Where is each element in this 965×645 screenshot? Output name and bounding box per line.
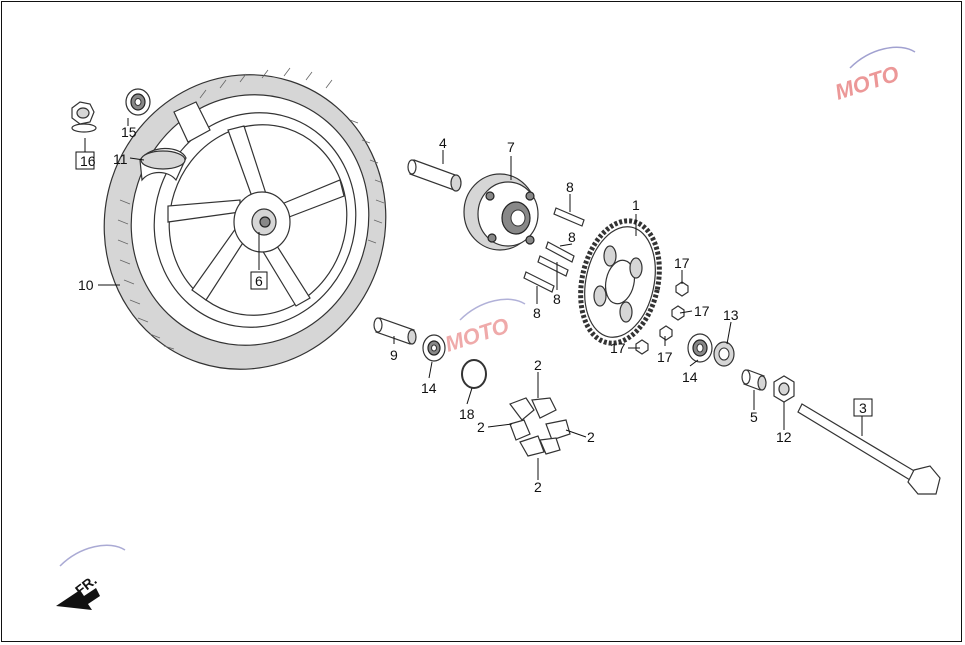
part-18-circlip <box>461 359 487 389</box>
callout-14b: 14 <box>682 369 698 385</box>
front-direction-arrow: FR. <box>56 572 100 610</box>
part-13-seal <box>713 341 735 367</box>
leader-lines <box>84 118 863 480</box>
part-16-nut <box>71 101 97 133</box>
callout-8a: 8 <box>566 179 574 195</box>
part-7-sprocket-hub <box>463 173 539 251</box>
callout-7: 7 <box>507 139 515 155</box>
callout-2c: 2 <box>587 429 595 445</box>
arrow-icon <box>56 588 100 610</box>
part-5-spacer <box>741 369 767 391</box>
rear-wheel <box>103 67 387 370</box>
callout-3: 3 <box>859 400 867 416</box>
tire-cutaway <box>173 101 211 143</box>
callout-8d: 8 <box>533 305 541 321</box>
callout-13: 13 <box>723 307 739 323</box>
callout-15: 15 <box>121 124 137 140</box>
tire-tread <box>117 67 385 350</box>
watermark-bottom-left <box>59 544 126 567</box>
part-14-bearing-right <box>687 333 713 363</box>
part-8-studs <box>523 207 585 293</box>
callout-4: 4 <box>439 135 447 151</box>
watermark-center: MOTO <box>442 298 526 357</box>
callout-17a: 17 <box>674 255 690 271</box>
part-15-bearing <box>125 88 151 116</box>
callout-labels: 16 15 11 10 6 4 7 8 8 8 8 1 17 17 17 17 … <box>75 124 873 495</box>
part-4-collar <box>407 159 462 192</box>
part-1-sprocket <box>578 218 662 346</box>
part-2-dampers <box>509 397 571 457</box>
watermark-text-2: MOTO <box>442 313 512 357</box>
callout-16: 16 <box>80 153 96 169</box>
part-9-spacer <box>373 317 417 345</box>
callout-11: 11 <box>113 151 128 167</box>
callout-12: 12 <box>776 429 792 445</box>
watermark-top-right: MOTO <box>832 46 916 105</box>
callout-17b: 17 <box>694 303 710 319</box>
part-12-axle-nut <box>773 375 795 403</box>
callout-2a: 2 <box>534 357 542 373</box>
callout-17d: 17 <box>657 349 673 365</box>
callout-8c: 8 <box>553 291 561 307</box>
callout-17c: 17 <box>610 340 626 356</box>
watermark-text: MOTO <box>832 61 902 105</box>
part-17-nuts <box>635 281 689 355</box>
callout-5: 5 <box>750 409 758 425</box>
part-3-axle <box>797 403 941 495</box>
tube-opening <box>140 150 186 170</box>
box-16 <box>75 151 95 170</box>
box-3 <box>853 398 873 417</box>
callout-8b: 8 <box>568 229 576 245</box>
hub-center <box>259 216 271 228</box>
callout-18: 18 <box>459 406 475 422</box>
callout-1: 1 <box>632 197 640 213</box>
callout-10: 10 <box>78 277 94 293</box>
callout-9: 9 <box>390 347 398 363</box>
callout-14a: 14 <box>421 380 437 396</box>
callout-2b: 2 <box>477 419 485 435</box>
part-14-bearing-left <box>422 334 446 362</box>
callout-6: 6 <box>255 273 263 289</box>
box-6 <box>250 271 268 290</box>
callout-2d: 2 <box>534 479 542 495</box>
